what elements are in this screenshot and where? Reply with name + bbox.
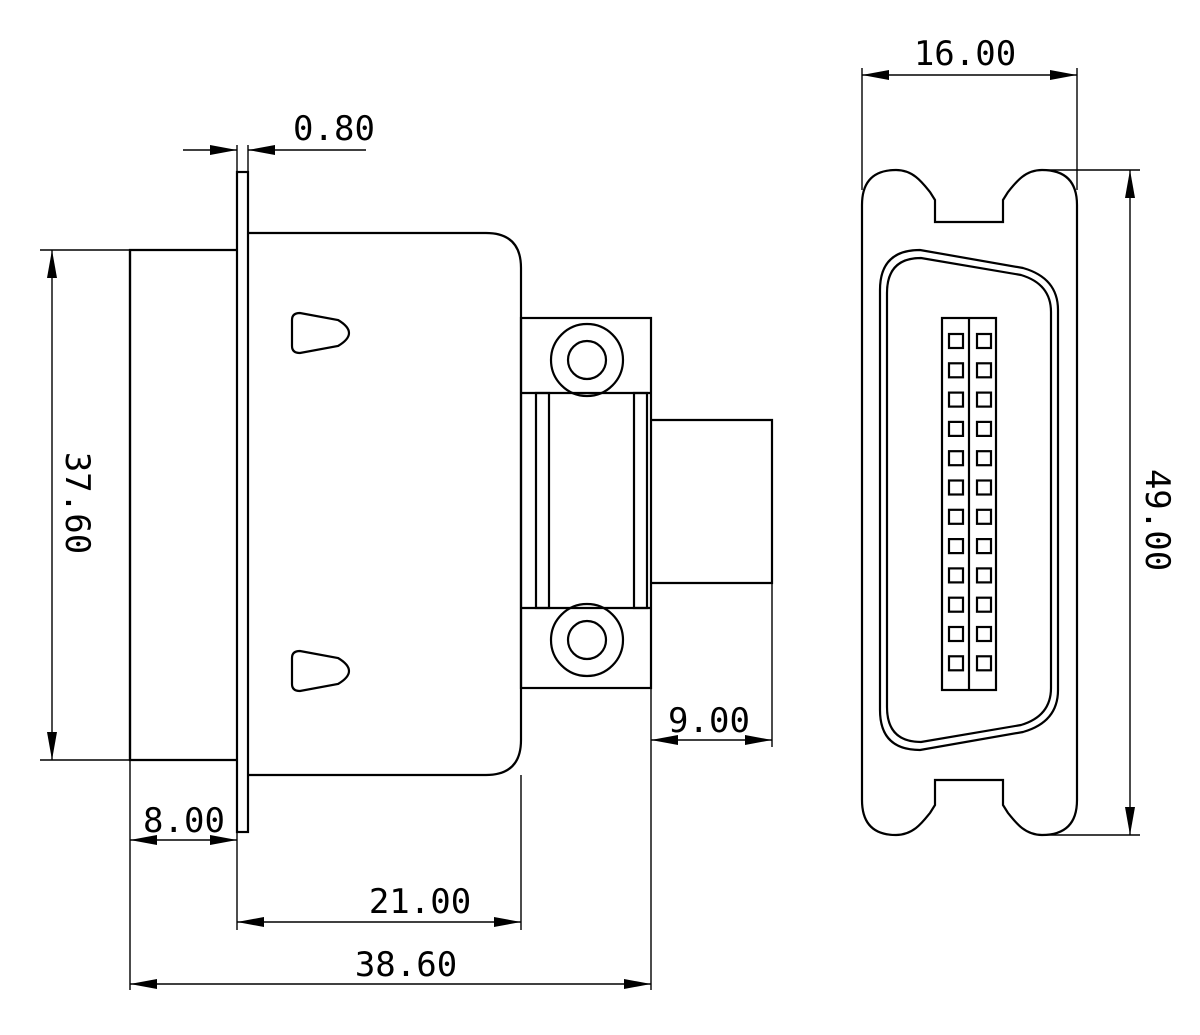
clamp-rib-right [632, 391, 649, 610]
contact-pin [947, 362, 965, 379]
contact-pin [947, 391, 965, 408]
contact-pin [947, 420, 965, 437]
contact-pin [947, 596, 965, 613]
contact-pin [947, 567, 965, 584]
dim-flange-thickness: 0.80 [293, 109, 375, 149]
front-shell [128, 248, 237, 762]
contact-pin [975, 537, 993, 555]
dim-body-length: 21.00 [369, 882, 471, 922]
dim-tail-length: 9.00 [668, 701, 750, 741]
contact-pin [975, 362, 993, 379]
dim-side-height: 49.00 [1137, 469, 1177, 571]
d-shell-outer [878, 248, 1060, 752]
contact-pin [947, 537, 965, 555]
contact-pin [975, 479, 993, 496]
contact-pin [975, 391, 993, 408]
contact-pin [947, 450, 965, 467]
contact-pins [947, 332, 993, 672]
contact-pin [947, 625, 965, 643]
d-shell-inner [885, 256, 1053, 744]
latch-window-bottom [290, 649, 351, 693]
contact-pin [947, 655, 965, 672]
clamp-rib-left [534, 391, 551, 610]
dim-shell-height: 37.60 [57, 452, 97, 554]
contact-pin [947, 479, 965, 496]
contact-pin [975, 332, 993, 350]
contact-pin [975, 508, 993, 525]
dim-side-width: 16.00 [914, 34, 1016, 74]
dimension-lines [40, 68, 1140, 990]
contact-pin [975, 450, 993, 467]
contact-pin [947, 508, 965, 525]
connector-side-view [128, 170, 774, 834]
screw-hole-bottom [549, 602, 625, 678]
latch-window-top [290, 311, 351, 355]
dim-overall-length: 38.60 [355, 945, 457, 985]
contact-pin [975, 596, 993, 613]
cable-tail [651, 418, 774, 585]
dim-front-depth: 8.00 [143, 801, 225, 841]
contact-pin [947, 332, 965, 350]
contact-pin [975, 420, 993, 437]
contact-pin [975, 625, 993, 643]
screw-hole-top [549, 322, 625, 398]
screw-block [519, 316, 653, 690]
contact-pin [975, 567, 993, 584]
contact-pin [975, 655, 993, 672]
connector-end-view [860, 168, 1079, 837]
main-body [248, 231, 523, 777]
flange-plate [235, 170, 250, 834]
